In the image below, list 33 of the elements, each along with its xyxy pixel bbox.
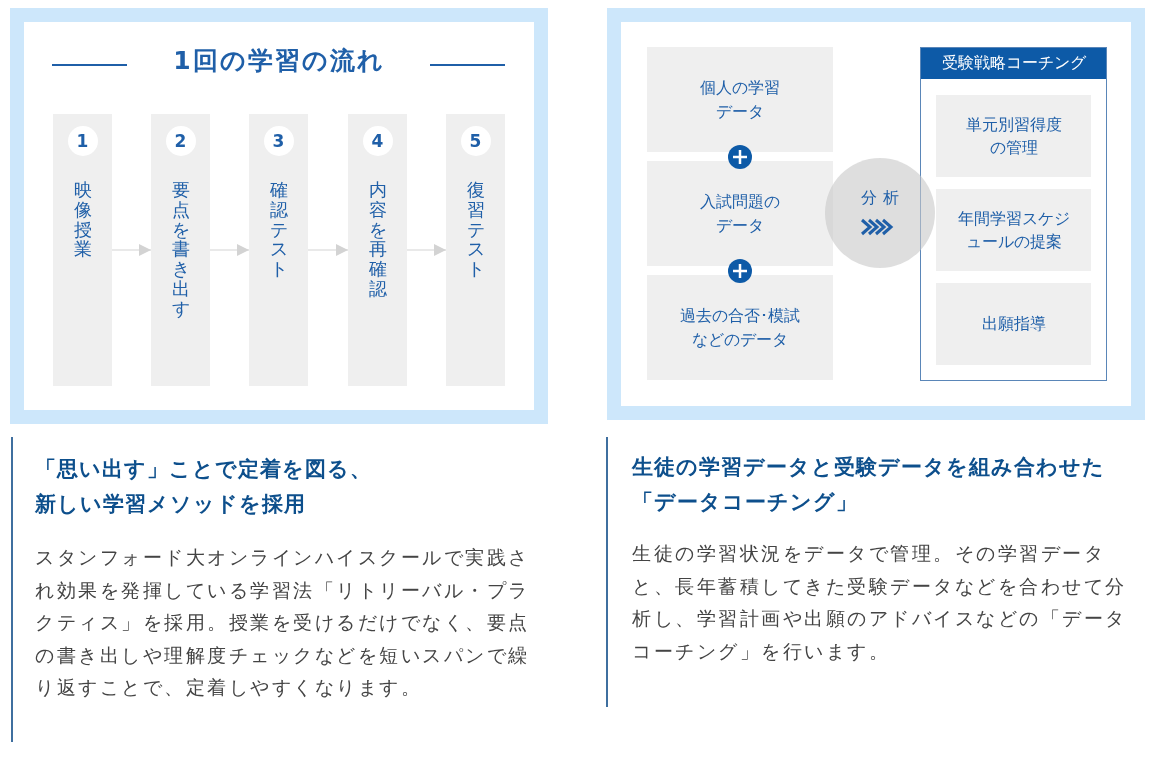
step-label: 内容を再確認 — [368, 180, 387, 299]
arrow — [406, 244, 447, 256]
step-column — [249, 114, 308, 386]
arrow — [209, 244, 250, 256]
heading: 生徒の学習データと受験データを組み合わせた「データコーチング」 — [632, 454, 1106, 516]
arrow — [111, 244, 152, 256]
arrow — [307, 244, 349, 256]
step-number: 2 — [165, 126, 196, 156]
data-box: 出願指導 — [936, 283, 1091, 365]
panel-frame — [10, 8, 548, 424]
step-number: 1 — [67, 126, 98, 156]
data-box: 個人の学習データ — [647, 47, 833, 152]
body-text: スタンフォード大オンラインハイスクールで実践され効果を発揮している学習法「リトリーバル・プラクティス」を採用。授業を受けるだけでなく、要点の書き出しや理解度チェックなどを短いスパンで繰り返すことで、定着しやすくなります。 — [35, 545, 531, 700]
body-text: 生徒の学習状況をデータで管理。その学習データと、長年蓄積してきた受験データなどを合わせて分析し、学習計画や出願のアドバイスなどの「データコーチング」を行います。 — [632, 541, 1128, 664]
step-label: 復習テスト — [466, 180, 485, 279]
step-number: 4 — [362, 126, 393, 156]
data-box: 過去の合否･模試などのデータ — [647, 275, 833, 380]
step-label: 確認テスト — [269, 180, 288, 279]
circle-label: 分析 — [861, 188, 905, 207]
step-column — [348, 114, 407, 386]
data-box: 年間学習スケジュールの提案 — [936, 189, 1091, 271]
step-column — [151, 114, 210, 386]
step-number: 3 — [263, 126, 294, 156]
step-label: 要点を書き出す — [171, 180, 190, 319]
heading: 「思い出す」ことで定着を図る、新しい学習メソッドを採用 — [35, 456, 373, 518]
step-label: 映像授業 — [73, 180, 92, 260]
group-box — [920, 47, 1107, 381]
data-box: 単元別習得度の管理 — [936, 95, 1091, 177]
step-number: 5 — [460, 126, 491, 156]
section-title: 1回の学習の流れ — [173, 46, 385, 75]
step-column — [446, 114, 505, 386]
group-header: 受験戦略コーチング — [921, 48, 1106, 79]
data-box: 入試問題のデータ — [647, 161, 833, 266]
